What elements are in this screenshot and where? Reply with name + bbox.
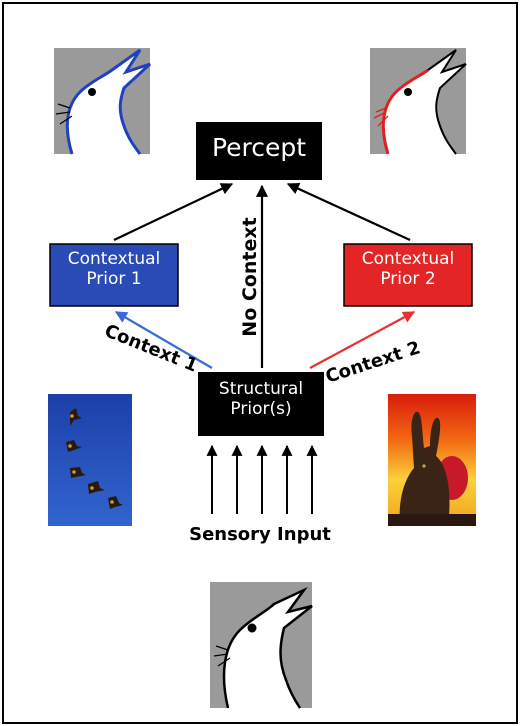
arrow-prior2-to-percept — [286, 183, 411, 241]
arrow-context-2 — [309, 311, 416, 369]
contextual-prior-2-label: Contextual Prior 2 — [361, 249, 455, 289]
flying-ducks-image — [48, 394, 132, 526]
contextual-prior-2-box — [343, 243, 473, 307]
structural-prior-box — [198, 372, 324, 436]
duck-rabbit-ambiguous-image — [210, 582, 313, 709]
chocolate-bunny-image — [388, 394, 476, 526]
contextual-prior-1-label: Contextual Prior 1 — [67, 249, 161, 289]
arrow-prior1-to-percept — [113, 183, 234, 241]
percept-box — [196, 122, 322, 180]
no-context-label: No Context — [239, 217, 261, 337]
contextual-prior-1-box — [49, 243, 179, 307]
structural-prior-label: Structural Prior(s) — [218, 379, 304, 419]
percept-label: Percept — [211, 133, 307, 162]
duck-rabbit-red-image — [370, 48, 467, 155]
sensory-input-arrows — [206, 444, 318, 514]
arrow-context-1 — [114, 311, 213, 369]
duck-rabbit-blue-image — [54, 48, 152, 155]
sensory-input-label: Sensory Input — [189, 524, 331, 545]
